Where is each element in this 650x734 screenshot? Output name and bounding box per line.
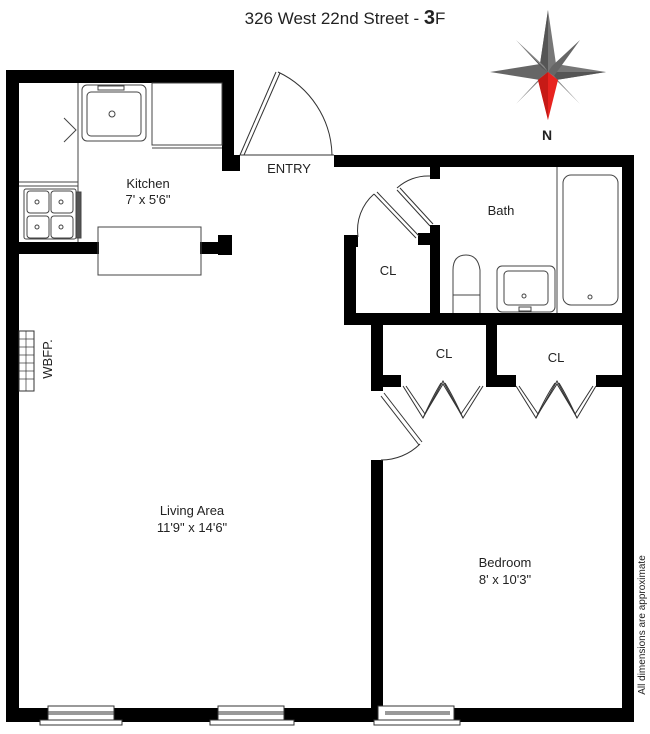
living-area-label: Living Area	[160, 503, 225, 518]
compass-rose-icon	[490, 10, 606, 120]
bath-label: Bath	[488, 203, 515, 218]
hall-closet-door[interactable]	[357, 191, 420, 239]
bedroom-label: Bedroom	[479, 555, 532, 570]
bath-fixtures	[452, 167, 619, 313]
fireplace-label: WBFP.	[40, 339, 55, 379]
living-area-dimensions: 11'9" x 14'6"	[157, 520, 228, 535]
entry-label: ENTRY	[267, 161, 311, 176]
windows	[39, 705, 461, 726]
fireplace-icon	[18, 330, 35, 392]
bedroom-closet-right-label: CL	[548, 350, 565, 365]
disclaimer-note: All dimensions are approximate	[637, 555, 648, 695]
closet-bifold-doors[interactable]	[402, 379, 597, 420]
bath-door[interactable]	[396, 175, 434, 227]
kitchen-fixtures	[19, 82, 223, 276]
bedroom-closet-left-label: CL	[436, 346, 453, 361]
bedroom-door[interactable]	[380, 392, 423, 461]
entry-door[interactable]	[239, 71, 334, 156]
walls	[6, 70, 634, 722]
bedroom-dimensions: 8' x 10'3"	[479, 572, 532, 587]
kitchen-dimensions: 7' x 5'6"	[126, 192, 171, 207]
kitchen-label: Kitchen	[126, 176, 169, 191]
north-label: N	[542, 127, 552, 143]
hall-closet-label: CL	[380, 263, 397, 278]
plan-title: 326 West 22nd Street - 3F	[245, 7, 446, 29]
